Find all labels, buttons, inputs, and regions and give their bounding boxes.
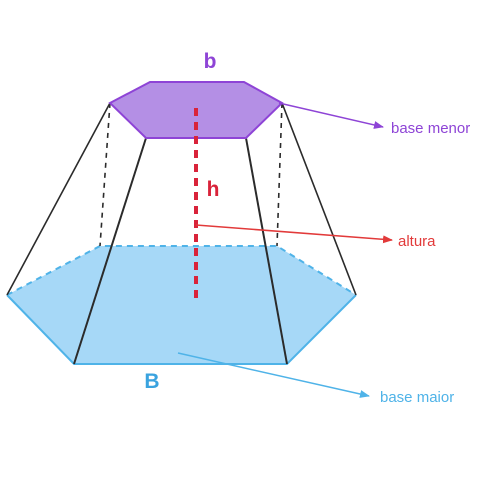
hidden-lateral-edge-right [276, 102, 283, 247]
bottom-base-face [7, 246, 356, 364]
hidden-lateral-edge-left [99, 102, 111, 247]
height-pointer-arrow [195, 224, 393, 244]
bottom-base-name: base maior [380, 389, 454, 406]
bottom-base-pointer-arrow [177, 352, 370, 398]
height-name: altura [398, 233, 436, 250]
lateral-edge-3 [245, 137, 288, 365]
bottom-base-letter: B [144, 370, 159, 393]
lateral-edge-2 [73, 137, 147, 365]
lateral-edge-1 [6, 102, 111, 296]
top-base-name: base menor [391, 120, 470, 137]
lateral-edge-4 [281, 102, 357, 296]
height-letter: h [207, 178, 220, 201]
top-base-pointer-arrow [278, 102, 384, 129]
top-base-letter: b [204, 50, 217, 73]
bottom-base-front-edges [6, 294, 357, 365]
